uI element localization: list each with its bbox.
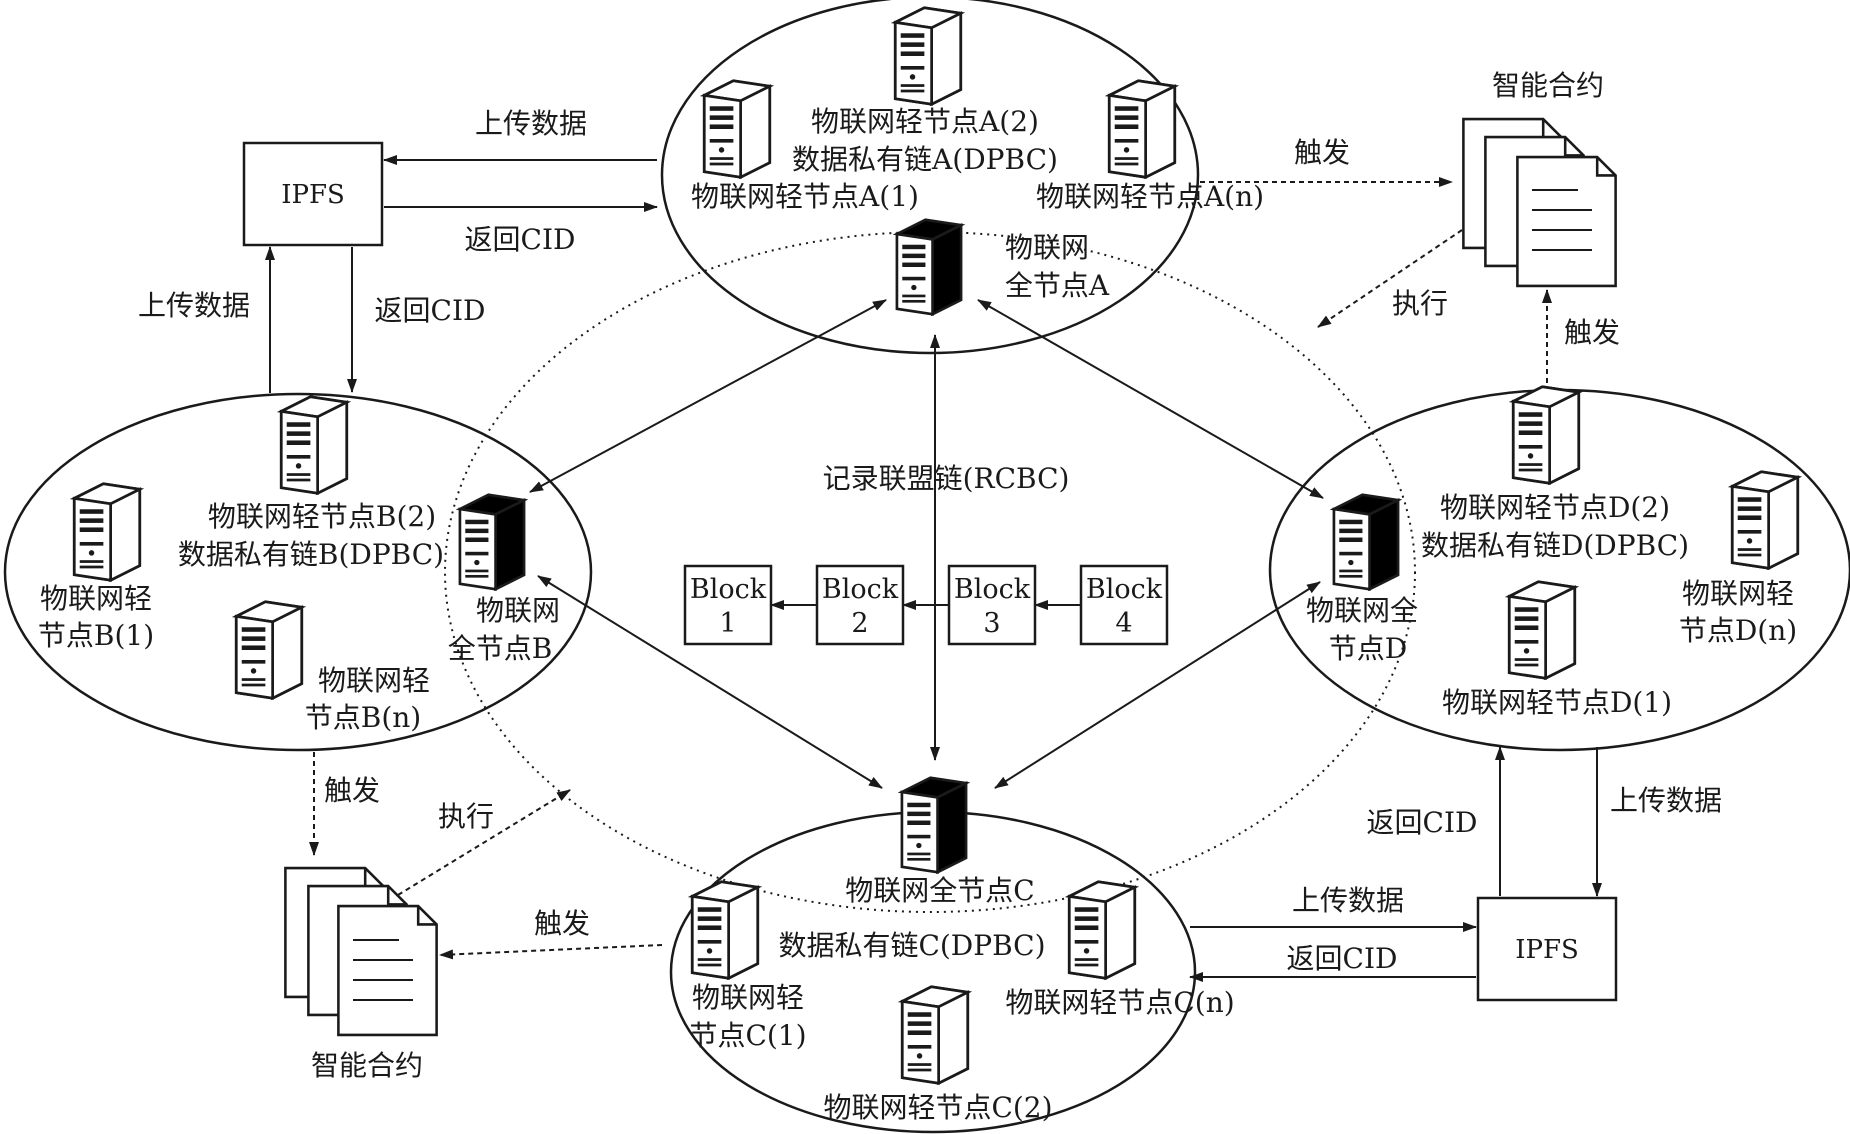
node-label-b2: 物联网轻节点B(2): [208, 500, 436, 533]
edge-label-trigger: 触发: [534, 907, 590, 940]
full-node-label-d-line1: 物联网全: [1306, 594, 1418, 627]
document-stack-icon: [1462, 117, 1617, 288]
server-full-icon: [1332, 493, 1400, 591]
server-light-icon: [690, 880, 760, 980]
edge-label-trigger: 触发: [324, 774, 380, 807]
link-fullA-fullB: [529, 299, 887, 493]
block-word: Block: [1086, 574, 1163, 605]
node-label-b1-line1: 物联网轻: [40, 582, 152, 615]
edge-label-return-cid: 返回CID: [375, 294, 486, 327]
block-number: 3: [983, 608, 1000, 639]
full-node-label-b-line2: 全节点B: [448, 632, 553, 665]
server-light-icon: [1730, 470, 1800, 570]
node-label-bn-line2: 节点B(n): [305, 701, 421, 734]
ipfs-label: IPFS: [281, 180, 345, 210]
server-light-icon: [702, 79, 772, 179]
link-fullA-fullD: [977, 299, 1324, 499]
block-number: 1: [719, 608, 736, 639]
edge-label-return-cid: 返回CID: [1367, 806, 1478, 839]
link-fullB-fullC: [537, 575, 883, 789]
node-label-an: 物联网轻节点A(n): [1036, 180, 1264, 213]
node-label-cn: 物联网轻节点C(n): [1005, 986, 1234, 1019]
node-label-a2: 物联网轻节点A(2): [811, 105, 1039, 138]
block-3: Block 3: [947, 564, 1037, 646]
node-label-dn-line1: 物联网轻: [1682, 577, 1794, 610]
block-number: 4: [1115, 608, 1132, 639]
ipfs-box-top: IPFS: [242, 141, 384, 247]
chain-label-d: 数据私有链D(DPBC): [1421, 529, 1689, 562]
edge-label-trigger: 触发: [1294, 136, 1350, 169]
server-light-icon: [234, 600, 304, 700]
edge-label-trigger: 触发: [1564, 316, 1620, 349]
node-label-dn-line2: 节点D(n): [1679, 614, 1797, 647]
block-word: Block: [954, 574, 1031, 605]
server-light-icon: [1511, 385, 1581, 485]
edge-label-upload: 上传数据: [138, 289, 250, 322]
server-light-icon: [893, 6, 963, 106]
full-node-label-a-line1: 物联网: [1005, 231, 1089, 264]
server-light-icon: [900, 985, 970, 1085]
contract-stack-bottom: 智能合约: [284, 866, 438, 1082]
contract-stack-top: 智能合约: [1462, 69, 1617, 288]
rcbc-label: 记录联盟链(RCBC): [823, 462, 1070, 495]
server-light-icon: [279, 395, 349, 495]
server-light-icon: [1107, 79, 1177, 179]
edge-label-upload: 上传数据: [1292, 884, 1404, 917]
node-label-d2: 物联网轻节点D(2): [1440, 491, 1670, 524]
server-full-icon: [900, 776, 968, 874]
block-number: 2: [851, 608, 868, 639]
block-word: Block: [822, 574, 899, 605]
node-label-c1-line2: 节点C(1): [689, 1019, 806, 1052]
full-node-label-c: 物联网全节点C: [845, 874, 1034, 907]
edge-label-return-cid: 返回CID: [465, 223, 576, 256]
node-label-d1: 物联网轻节点D(1): [1442, 686, 1672, 719]
link-fullD-fullC: [994, 581, 1321, 789]
edge-label-upload: 上传数据: [475, 107, 587, 140]
chain-label-a: 数据私有链A(DPBC): [792, 143, 1058, 176]
cluster-b-ellipse: [3, 392, 593, 752]
node-label-a1: 物联网轻节点A(1): [691, 180, 919, 213]
rcbc-dotted-ring: [444, 231, 1416, 913]
block-1: Block 1: [683, 564, 773, 646]
edge-execute-contract-a: [1317, 229, 1463, 328]
edge-label-execute: 执行: [1392, 287, 1448, 320]
server-full-icon: [895, 218, 963, 316]
document-stack-icon: [284, 866, 438, 1037]
contract-label: 智能合约: [1492, 69, 1604, 102]
contract-label: 智能合约: [311, 1049, 423, 1082]
edge-execute-contract-b: [397, 789, 571, 896]
server-light-icon: [1507, 580, 1577, 680]
node-label-bn-line1: 物联网轻: [318, 664, 430, 697]
server-light-icon: [1067, 880, 1137, 980]
edge-label-upload: 上传数据: [1610, 784, 1722, 817]
server-light-icon: [72, 482, 142, 582]
full-node-label-a-line2: 全节点A: [1005, 269, 1110, 302]
chain-label-b: 数据私有链B(DPBC): [178, 538, 444, 571]
node-label-c1-line1: 物联网轻: [692, 981, 804, 1014]
ipfs-box-bottom: IPFS: [1476, 896, 1618, 1002]
block-4: Block 4: [1079, 564, 1169, 646]
ipfs-label: IPFS: [1515, 935, 1579, 965]
edge-trigger-c-contract: [439, 944, 663, 960]
chain-label-c: 数据私有链C(DPBC): [778, 929, 1045, 962]
edge-label-return-cid: 返回CID: [1287, 942, 1398, 975]
node-label-c2: 物联网轻节点C(2): [823, 1091, 1052, 1124]
edge-label-execute: 执行: [438, 800, 494, 833]
block-word: Block: [690, 574, 767, 605]
node-label-b1-line2: 节点B(1): [38, 619, 154, 652]
full-node-label-b-line1: 物联网: [476, 594, 560, 627]
block-2: Block 2: [815, 564, 905, 646]
full-node-label-d-line2: 节点D: [1329, 632, 1407, 665]
server-full-icon: [458, 493, 526, 591]
